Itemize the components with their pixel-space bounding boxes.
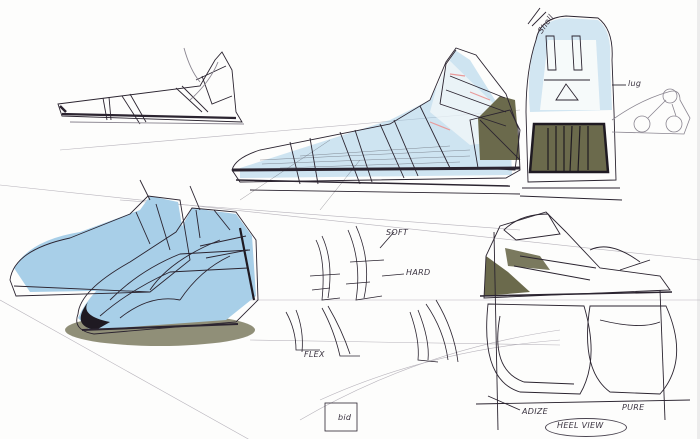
main-side-view — [231, 47, 521, 211]
annotation-soft: SOFT — [386, 228, 409, 237]
annotation-box: bid — [338, 413, 352, 422]
annotation-flex: FLEX — [304, 350, 325, 359]
small-side-view — [57, 47, 245, 125]
annotation-heel-view: HEEL VIEW — [557, 421, 604, 430]
annotation-hard: HARD — [406, 268, 431, 277]
annotation-adize: ADIZE — [522, 407, 549, 416]
annotation-lug: lug — [628, 79, 642, 88]
annotation-pure: PURE — [622, 403, 645, 412]
tiny-profile — [611, 88, 691, 135]
detail-sections — [285, 225, 459, 432]
three-quarter-pair — [9, 179, 259, 346]
back-view — [519, 7, 626, 201]
lower-right-view — [475, 211, 691, 431]
heel-view-oval — [545, 418, 627, 437]
